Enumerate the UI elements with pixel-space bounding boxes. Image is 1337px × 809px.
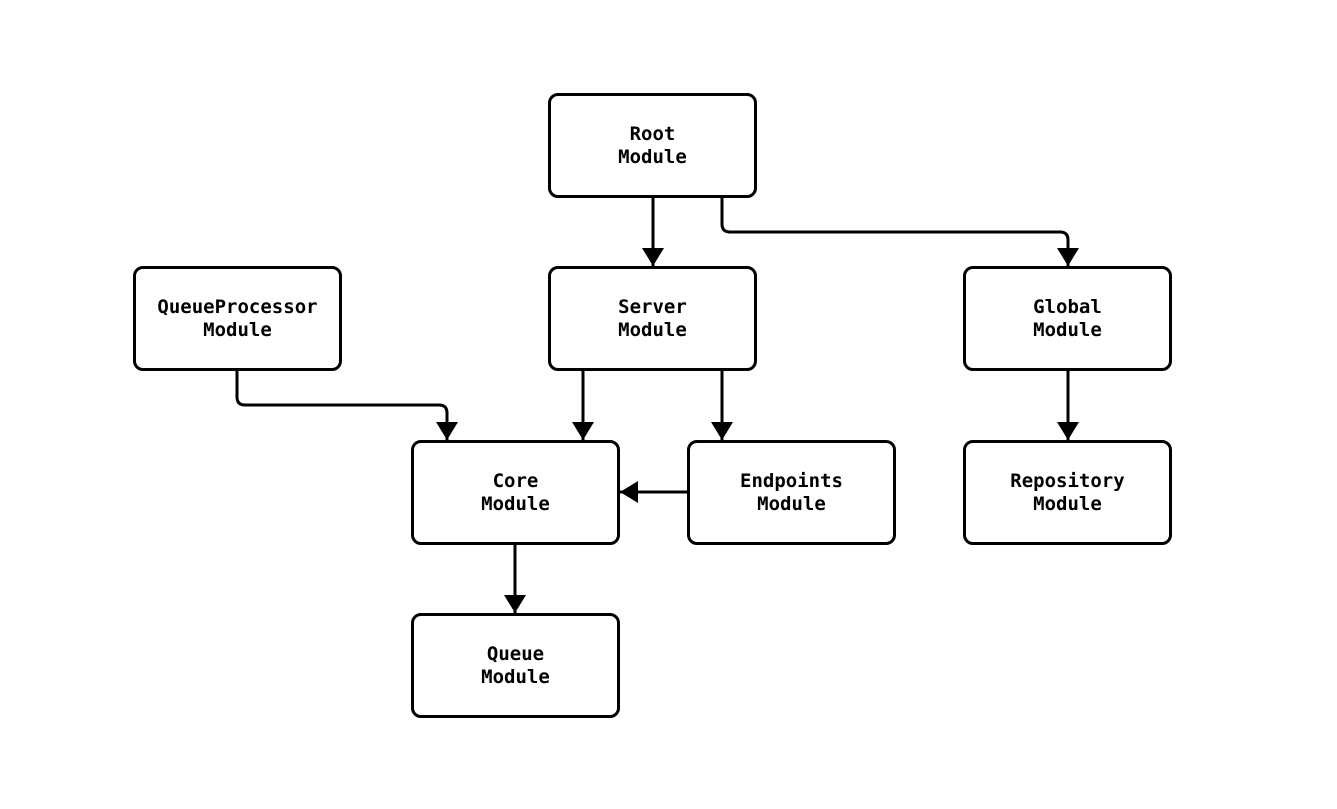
node-label: QueueProcessor Module	[157, 295, 318, 341]
arrowhead-endpoints-module-to-core-module	[620, 481, 638, 503]
arrowhead-server-module-to-core-module	[572, 422, 594, 440]
arrowhead-queueprocessor-module-to-core-module	[436, 422, 458, 440]
arrowhead-global-module-to-repository-module	[1057, 422, 1079, 440]
node-global-module: Global Module	[963, 266, 1172, 371]
edge-root-module-to-global-module	[720, 198, 1070, 266]
arrowhead-root-module-to-global-module	[1057, 248, 1079, 266]
arrowhead-core-module-to-queue-module	[504, 595, 526, 613]
node-label: Server Module	[618, 295, 687, 341]
arrowhead-root-module-to-server-module	[642, 248, 664, 266]
node-queue-module: Queue Module	[411, 613, 620, 718]
arrowhead-server-module-to-endpoints-module	[711, 422, 733, 440]
node-label: Core Module	[481, 469, 550, 515]
node-server-module: Server Module	[548, 266, 757, 371]
node-label: Root Module	[618, 122, 687, 168]
node-label: Repository Module	[1010, 469, 1125, 515]
node-endpoints-module: Endpoints Module	[687, 440, 896, 545]
node-label: Global Module	[1033, 295, 1102, 341]
node-queueprocessor-module: QueueProcessor Module	[133, 266, 342, 371]
node-repository-module: Repository Module	[963, 440, 1172, 545]
edge-queueprocessor-module-to-core-module	[235, 371, 449, 440]
node-root-module: Root Module	[548, 93, 757, 198]
node-label: Queue Module	[481, 642, 550, 688]
node-label: Endpoints Module	[740, 469, 843, 515]
node-core-module: Core Module	[411, 440, 620, 545]
